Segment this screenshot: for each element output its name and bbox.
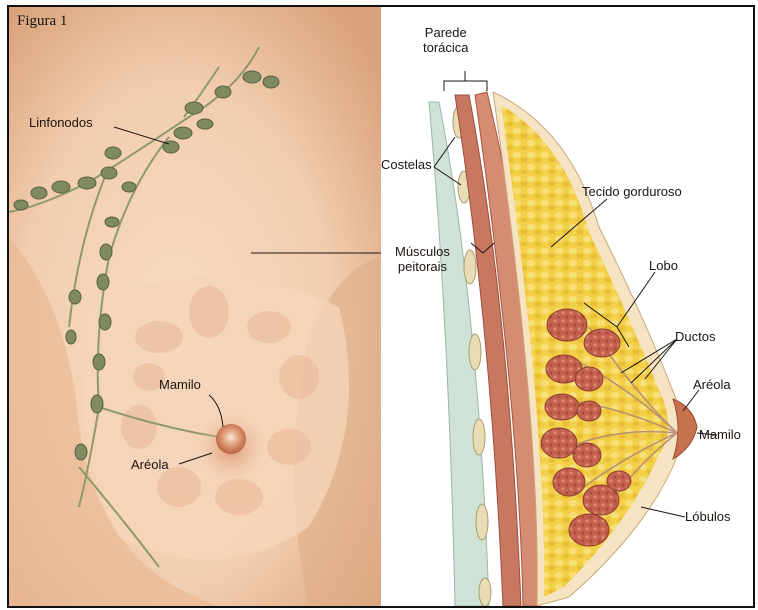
lobe bbox=[607, 471, 631, 491]
lobe bbox=[569, 514, 609, 546]
lymph-node bbox=[105, 147, 121, 159]
label-mamilo-left: Mamilo bbox=[159, 377, 201, 392]
lymph-node bbox=[215, 86, 231, 98]
label-mamilo-right: Mamilo bbox=[699, 427, 741, 442]
lymph-node bbox=[174, 127, 192, 139]
lymph-node bbox=[101, 167, 117, 179]
lymph-node bbox=[263, 76, 279, 88]
label-ductos: Ductos bbox=[675, 329, 715, 344]
label-areola-right: Aréola bbox=[693, 377, 731, 392]
anatomy-illustration bbox=[9, 7, 753, 606]
rib bbox=[469, 334, 481, 370]
figure-caption: Figura 1 bbox=[17, 13, 67, 30]
lymph-node bbox=[105, 217, 119, 227]
lymph-node bbox=[69, 290, 81, 304]
breast-anatomy-figure: Figura 1 Parede torácica Linfonodos Cost… bbox=[7, 5, 755, 608]
rib bbox=[464, 250, 476, 284]
lymph-node bbox=[197, 119, 213, 129]
label-costelas: Costelas bbox=[381, 157, 432, 172]
rib bbox=[473, 419, 485, 455]
lymph-node bbox=[75, 444, 87, 460]
lobe bbox=[577, 401, 601, 421]
lymph-node bbox=[99, 314, 111, 330]
lobe bbox=[573, 443, 601, 467]
label-tecido-gorduroso: Tecido gorduroso bbox=[582, 184, 682, 199]
lobe bbox=[545, 394, 579, 420]
lobe bbox=[575, 367, 603, 391]
lobe bbox=[541, 428, 577, 458]
lymph-node bbox=[31, 187, 47, 199]
label-parede-toracica: Parede torácica bbox=[423, 25, 469, 55]
label-musculos-peitorais: Músculos peitorais bbox=[395, 244, 450, 274]
lymph-node bbox=[185, 102, 203, 114]
lymph-node bbox=[97, 274, 109, 290]
label-lobo: Lobo bbox=[649, 258, 678, 273]
lobe bbox=[547, 309, 587, 341]
lymph-node bbox=[52, 181, 70, 193]
lymph-node bbox=[14, 200, 28, 210]
lymph-node bbox=[66, 330, 76, 344]
label-areola-left: Aréola bbox=[131, 457, 169, 472]
rib bbox=[479, 578, 491, 606]
lymph-node bbox=[243, 71, 261, 83]
nipple bbox=[216, 424, 246, 454]
lobe bbox=[584, 329, 620, 357]
lymph-node bbox=[100, 244, 112, 260]
label-linfonodos: Linfonodos bbox=[29, 115, 93, 130]
rib bbox=[476, 504, 488, 540]
lymph-node bbox=[78, 177, 96, 189]
lymph-node bbox=[122, 182, 136, 192]
label-lobulos: Lóbulos bbox=[685, 509, 731, 524]
lobe bbox=[553, 468, 585, 496]
lymph-node bbox=[93, 354, 105, 370]
external-view-panel bbox=[9, 7, 392, 606]
lymph-node bbox=[91, 395, 103, 413]
